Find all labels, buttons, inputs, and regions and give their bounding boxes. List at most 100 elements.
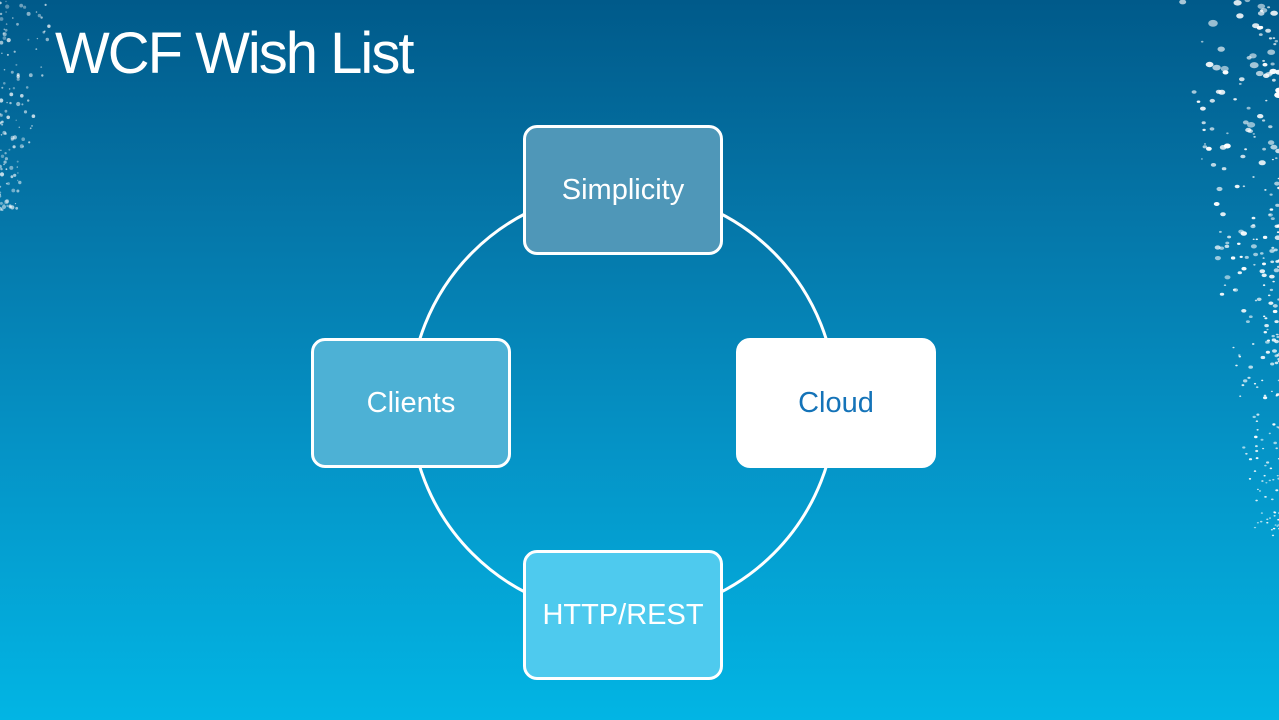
decor-dot xyxy=(1253,382,1257,385)
decor-dot xyxy=(1272,304,1278,308)
decor-dot xyxy=(1200,40,1204,43)
cycle-node-label: HTTP/REST xyxy=(542,599,704,631)
decor-dot xyxy=(1226,132,1229,135)
decor-dot xyxy=(10,175,14,179)
decor-dot xyxy=(1252,238,1255,240)
decor-dot xyxy=(1,52,3,54)
decor-dot xyxy=(1249,62,1259,69)
decor-dot xyxy=(1219,145,1227,150)
decor-dot xyxy=(1259,9,1264,12)
decor-dot xyxy=(15,206,19,210)
decor-dot xyxy=(1,123,4,126)
decor-dot xyxy=(0,164,2,169)
decor-dot xyxy=(1273,515,1276,517)
decor-dot xyxy=(0,191,2,194)
decor-dot xyxy=(1239,77,1245,82)
decor-dot xyxy=(19,144,24,149)
decor-dot xyxy=(1275,148,1279,154)
decor-dot xyxy=(1268,125,1273,129)
decor-dot xyxy=(1274,524,1277,526)
decor-dot xyxy=(1273,43,1277,46)
decor-dot xyxy=(27,38,30,41)
decor-dot xyxy=(1272,309,1278,314)
decor-dot xyxy=(6,182,10,186)
slide-title: WCF Wish List xyxy=(55,21,414,86)
decor-dot xyxy=(1267,213,1273,217)
decor-dot xyxy=(10,137,14,141)
decor-dot xyxy=(1209,98,1216,103)
decor-dot xyxy=(1223,284,1227,287)
decor-dot xyxy=(1252,224,1256,227)
decor-dot xyxy=(12,145,16,149)
decor-dot xyxy=(1271,246,1275,249)
decor-dot xyxy=(1271,158,1274,161)
decor-dot xyxy=(15,63,18,66)
decor-dot xyxy=(29,127,32,130)
decor-dot xyxy=(1240,154,1246,159)
decor-dot xyxy=(1238,229,1244,234)
decor-dot xyxy=(16,22,19,26)
decor-dot xyxy=(5,23,8,25)
decor-dot xyxy=(9,165,14,170)
decor-dot xyxy=(1272,349,1277,353)
decor-dot xyxy=(1191,90,1197,94)
decor-dot xyxy=(1271,334,1275,338)
decor-dot xyxy=(1259,520,1263,523)
decor-dot xyxy=(1275,393,1279,396)
decor-dot xyxy=(1244,0,1251,3)
decor-dot xyxy=(12,87,16,90)
decor-dot xyxy=(1272,78,1276,82)
decor-dot xyxy=(1252,415,1256,419)
decor-dot xyxy=(40,16,43,19)
decor-dot xyxy=(1242,120,1249,125)
decor-dot xyxy=(1238,82,1242,85)
decor-dot xyxy=(12,135,17,140)
decor-dot xyxy=(1219,292,1225,296)
decor-dot xyxy=(1246,106,1251,110)
decor-dot xyxy=(1269,274,1275,279)
decor-dot xyxy=(2,32,7,37)
decor-dot xyxy=(1232,288,1236,291)
decor-dot xyxy=(1,120,4,124)
decor-dot xyxy=(3,203,5,205)
decor-dot xyxy=(0,201,3,205)
decor-dot xyxy=(1270,390,1273,393)
decor-dot xyxy=(1264,317,1268,320)
decor-dot xyxy=(1265,28,1271,33)
decor-dot xyxy=(36,37,39,40)
decor-dot xyxy=(1261,273,1267,278)
decor-dot xyxy=(1262,147,1266,151)
decor-dot xyxy=(1272,280,1275,283)
decor-dot xyxy=(1270,217,1275,221)
decor-dot xyxy=(1258,160,1266,166)
decor-dot xyxy=(1252,133,1256,135)
decor-dot xyxy=(1250,244,1257,249)
cycle-node-label: Clients xyxy=(366,387,456,419)
decor-dot xyxy=(1262,62,1268,67)
decor-dot xyxy=(1258,33,1263,36)
decor-dot xyxy=(1200,158,1203,160)
decor-dot xyxy=(9,101,12,105)
decor-dot xyxy=(1274,92,1279,98)
decor-dot xyxy=(6,38,11,43)
decor-dot xyxy=(1265,99,1268,102)
cycle-node-simplicity: Simplicity xyxy=(523,125,723,255)
decor-dot xyxy=(16,77,20,81)
decor-dot xyxy=(4,152,7,155)
decor-dot xyxy=(1266,461,1270,464)
decor-dot xyxy=(1236,13,1244,19)
decor-dot xyxy=(1208,19,1218,27)
decor-dot xyxy=(1271,534,1275,537)
decor-dot xyxy=(1202,145,1208,149)
decor-dot xyxy=(1251,343,1255,345)
decor-dot xyxy=(1251,216,1256,220)
decor-dot xyxy=(1270,260,1275,264)
decor-dot xyxy=(1275,333,1278,336)
decor-dot xyxy=(1265,482,1268,484)
decor-dot xyxy=(1,204,7,209)
decor-dot xyxy=(1269,208,1274,211)
decor-dot xyxy=(1237,271,1243,275)
decor-dot xyxy=(1260,252,1264,255)
decor-dot xyxy=(1255,457,1259,460)
decor-dot xyxy=(1263,474,1266,477)
